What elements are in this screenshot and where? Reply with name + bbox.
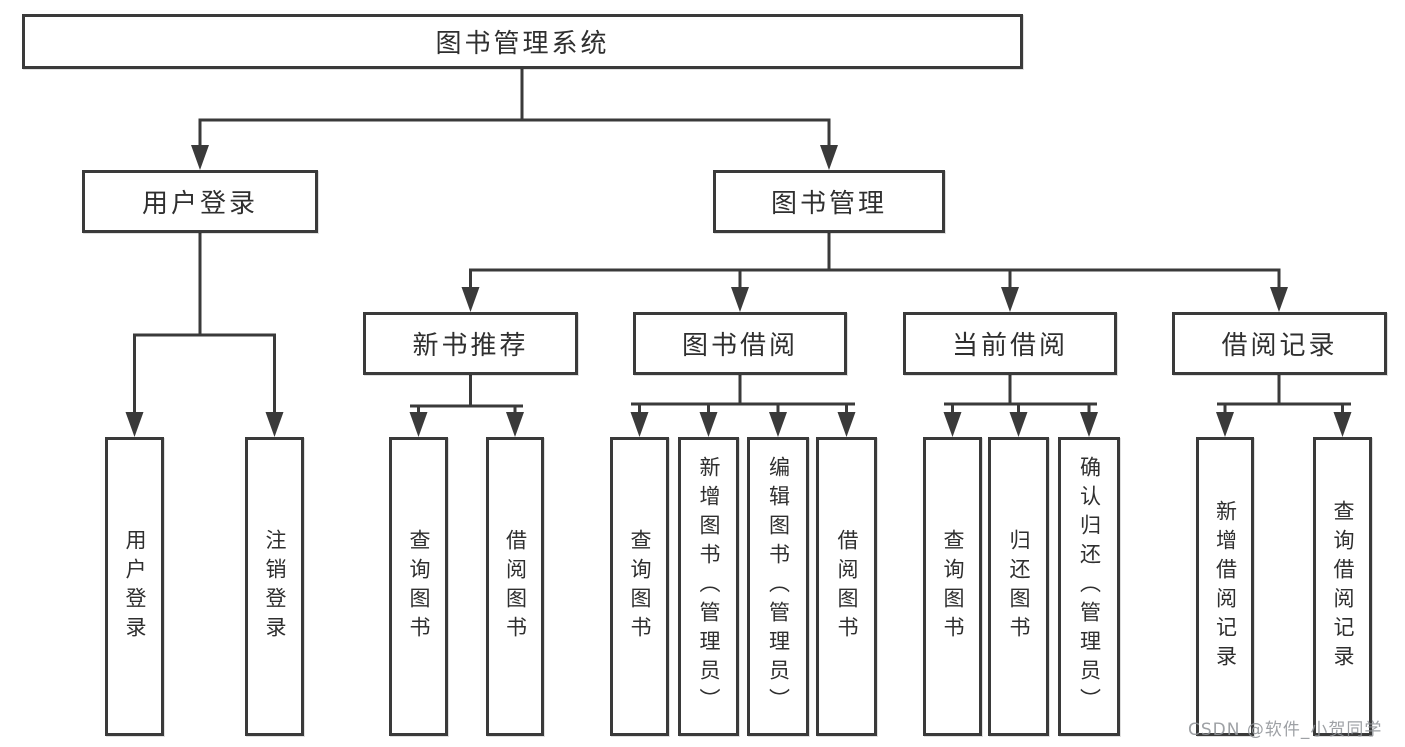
node-book-management-label: 图书管理 [770, 189, 887, 219]
leaf-logout-label: 注销登录 [263, 528, 287, 645]
leaf-confirm-return-admin-label: 确认归还（管理员） [1077, 456, 1102, 717]
arrowheads [125, 145, 1352, 437]
leaf-query-books-under-current: 查询图书 [923, 437, 982, 736]
node-book-borrowing: 图书借阅 [633, 312, 847, 375]
node-borrowing-records: 借阅记录 [1172, 312, 1387, 375]
leaf-return-book: 归还图书 [988, 437, 1049, 736]
leaf-query-books-under-recommendation: 查询图书 [389, 437, 448, 736]
node-user-login: 用户登录 [82, 170, 318, 233]
leaf-borrow-books-label: 借阅图书 [503, 528, 528, 645]
leaf-query-books-label: 查询图书 [407, 528, 431, 645]
leaf-confirm-return-admin: 确认归还（管理员） [1058, 437, 1120, 736]
node-current-borrowing-label: 当前借阅 [951, 331, 1068, 361]
leaf-query-borrow-record-label: 查询借阅记录 [1331, 499, 1355, 674]
node-current-borrowing: 当前借阅 [903, 312, 1117, 375]
leaf-logout: 注销登录 [245, 437, 304, 736]
leaf-add-borrow-record: 新增借阅记录 [1196, 437, 1254, 736]
leaf-query-borrow-record: 查询借阅记录 [1313, 437, 1372, 736]
node-new-book-recommendation-label: 新书推荐 [412, 331, 529, 361]
leaf-return-book-label: 归还图书 [1007, 528, 1031, 645]
leaf-add-book-admin: 新增图书（管理员） [678, 437, 739, 736]
node-root-label: 图书管理系统 [435, 29, 610, 59]
node-book-borrowing-label: 图书借阅 [681, 331, 798, 361]
node-new-book-recommendation: 新书推荐 [363, 312, 578, 375]
leaf-query-books-label: 查询图书 [628, 528, 652, 645]
node-user-login-label: 用户登录 [141, 189, 258, 219]
leaf-add-book-admin-label: 新增图书（管理员） [697, 456, 721, 717]
leaf-edit-book-admin: 编辑图书（管理员） [747, 437, 809, 736]
leaf-borrow-books-under-recommendation: 借阅图书 [486, 437, 544, 736]
leaf-borrow-books-label: 借阅图书 [835, 528, 859, 645]
leaf-user-login: 用户登录 [105, 437, 164, 736]
leaf-borrow-books-under-borrowing: 借阅图书 [816, 437, 877, 736]
leaf-query-books-label: 查询图书 [941, 528, 965, 645]
leaf-query-books-under-borrowing: 查询图书 [610, 437, 669, 736]
csdn-watermark: CSDN @软件_小贺同学 [1188, 720, 1383, 740]
leaf-add-borrow-record-label: 新增借阅记录 [1213, 499, 1238, 674]
leaf-user-login-label: 用户登录 [123, 528, 147, 645]
leaf-edit-book-admin-label: 编辑图书（管理员） [766, 456, 791, 717]
node-root-system: 图书管理系统 [22, 14, 1023, 69]
node-book-management: 图书管理 [713, 170, 945, 233]
node-borrowing-records-label: 借阅记录 [1221, 331, 1338, 361]
